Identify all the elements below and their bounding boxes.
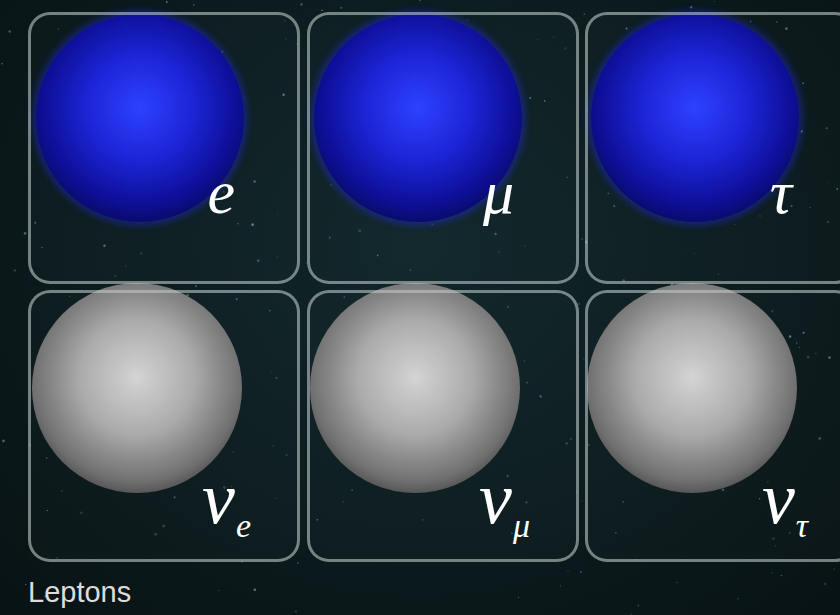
speckle: [300, 3, 302, 5]
particle-box: μ: [307, 12, 579, 284]
particle-box: e: [28, 12, 300, 284]
symbol-main: ν: [479, 457, 512, 539]
speckle: [25, 584, 26, 585]
particle-box: ντ: [585, 290, 840, 562]
symbol-subscript: e: [236, 507, 251, 544]
speckle: [518, 597, 519, 598]
speckle: [581, 500, 583, 502]
speckle: [714, 1, 715, 2]
particle-box: νμ: [307, 290, 579, 562]
particle-box: νe: [28, 290, 300, 562]
speckle: [771, 572, 772, 573]
speckle: [166, 1, 168, 3]
speckle: [781, 575, 783, 577]
speckle: [834, 568, 835, 569]
speckle: [321, 10, 323, 12]
speckle: [560, 585, 561, 586]
symbol-main: ν: [762, 457, 795, 539]
speckle: [567, 570, 568, 571]
particle-symbol: e: [207, 161, 235, 223]
speckle: [14, 269, 16, 271]
speckle: [824, 583, 827, 586]
speckle: [195, 285, 197, 287]
symbol-main: τ: [770, 158, 792, 226]
speckle: [193, 4, 195, 6]
speckle: [676, 582, 678, 584]
speckle: [24, 232, 27, 235]
speckle: [419, 0, 421, 1]
speckle: [2, 440, 5, 443]
particle-symbol: νe: [202, 461, 251, 535]
speckle: [630, 613, 632, 615]
symbol-main: e: [207, 158, 235, 226]
speckle: [218, 590, 219, 591]
symbol-main: ν: [202, 457, 235, 539]
group-label: Leptons: [28, 578, 131, 607]
speckle: [340, 7, 342, 9]
speckle: [737, 598, 739, 600]
speckle: [297, 562, 299, 564]
symbol-subscript: τ: [796, 507, 808, 544]
speckle: [690, 6, 692, 8]
particle-symbol: μ: [483, 161, 514, 223]
speckle: [295, 610, 297, 612]
particle-symbol: τ: [770, 161, 792, 223]
speckle: [1, 63, 3, 65]
speckle: [638, 605, 640, 607]
speckle: [580, 571, 582, 573]
particle-symbol: νμ: [479, 461, 530, 535]
speckle: [581, 238, 583, 240]
particle-box: τ: [585, 12, 840, 284]
speckle: [583, 13, 585, 15]
speckle: [254, 588, 257, 591]
symbol-subscript: μ: [513, 507, 530, 544]
particle-symbol: ντ: [762, 461, 808, 535]
symbol-main: μ: [483, 158, 514, 226]
speckle: [9, 30, 11, 32]
